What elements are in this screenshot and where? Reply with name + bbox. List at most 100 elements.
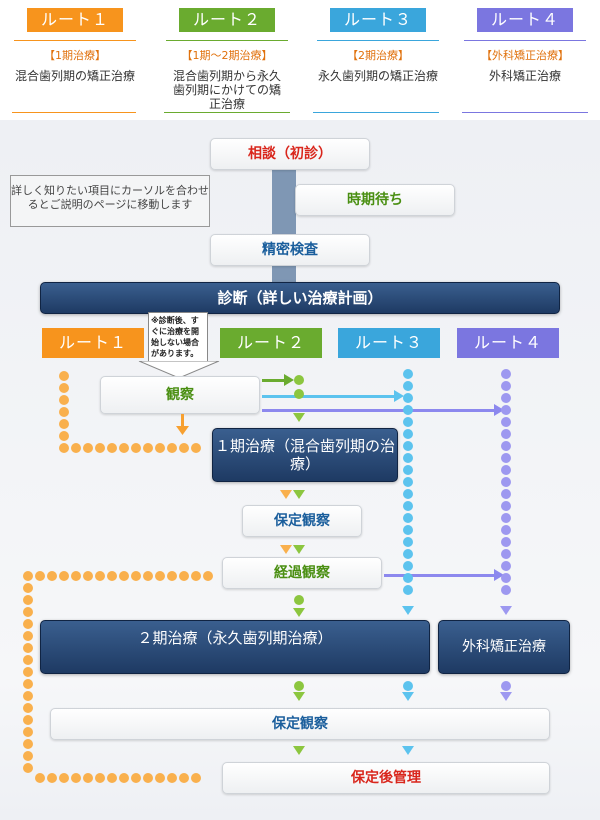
flow-dot xyxy=(501,381,511,391)
flow-dot xyxy=(501,549,511,559)
flow-dot xyxy=(191,773,201,783)
flow-dot xyxy=(119,571,129,581)
consult-box[interactable]: 相談（初診） xyxy=(210,138,370,170)
flow-dot xyxy=(403,441,413,451)
flow-dot xyxy=(403,489,413,499)
flow-dot xyxy=(119,443,129,453)
legend-route2[interactable]: ルート２ 【1期〜2期治療】 混合歯列期から永久歯列期にかけての矯正治療 xyxy=(162,0,292,111)
down-arrow-icon xyxy=(500,606,512,615)
down-arrow-icon xyxy=(293,746,305,755)
flow-dot xyxy=(155,443,165,453)
down-arrow-icon xyxy=(138,361,220,379)
flow-dot xyxy=(501,453,511,463)
route1-desc: 混合歯列期の矯正治療 xyxy=(14,69,135,83)
progress-box[interactable]: 経過観察 xyxy=(222,557,382,589)
flow-dot xyxy=(501,369,511,379)
route2-badge: ルート２ xyxy=(179,8,275,32)
callout-note: ※診断後、すぐに治療を開始しない場合があります。 xyxy=(148,312,208,362)
wait-box[interactable]: 時期待ち xyxy=(295,184,455,216)
flow-dot xyxy=(501,393,511,403)
flow-dot xyxy=(403,537,413,547)
flow-dot xyxy=(167,443,177,453)
down-arrow-icon xyxy=(176,426,189,435)
flow-dot xyxy=(143,443,153,453)
flow-dot xyxy=(294,389,304,399)
down-arrow-icon xyxy=(293,545,305,554)
divider xyxy=(313,112,439,113)
flow-dot xyxy=(23,571,33,581)
flow-dot xyxy=(71,443,81,453)
flow-dot xyxy=(403,549,413,559)
flow-dot xyxy=(107,443,117,453)
flow-dot xyxy=(501,441,511,451)
flow-dot xyxy=(47,773,57,783)
retention1-box[interactable]: 保定観察 xyxy=(242,505,362,537)
flow-dot xyxy=(131,773,141,783)
flow-dot xyxy=(95,571,105,581)
flow-dot xyxy=(95,443,105,453)
flow-dot xyxy=(167,773,177,783)
surgical-box[interactable]: 外科矯正治療 xyxy=(438,620,570,674)
route4-label: 【外科矯正治療】 xyxy=(481,49,569,62)
flow-dot xyxy=(83,773,93,783)
flow-dot xyxy=(23,595,33,605)
legend-route3[interactable]: ルート３ 【2期治療】 永久歯列期の矯正治療 xyxy=(313,0,443,83)
arrow-line xyxy=(262,395,396,398)
observe-box[interactable]: 観察 xyxy=(100,376,260,414)
flow-dot xyxy=(59,371,69,381)
flow-dot xyxy=(131,443,141,453)
route1-badge: ルート１ xyxy=(27,8,123,32)
flow-dot xyxy=(403,393,413,403)
down-arrow-icon xyxy=(293,608,305,617)
down-arrow-icon xyxy=(293,490,305,499)
route3-badge: ルート３ xyxy=(330,8,426,32)
flow-dot xyxy=(107,773,117,783)
flow-dot xyxy=(501,489,511,499)
flow-dot xyxy=(35,773,45,783)
arrow-right-icon xyxy=(494,404,504,416)
flow-dot xyxy=(23,619,33,629)
down-arrow-icon xyxy=(293,692,305,701)
divider xyxy=(317,40,439,41)
flow-dot xyxy=(403,525,413,535)
flow-dot xyxy=(119,773,129,783)
flow-dot xyxy=(501,513,511,523)
flow-dot xyxy=(403,453,413,463)
retention2-bar[interactable]: 保定観察 xyxy=(50,708,550,740)
diagnosis-bar[interactable]: 診断（詳しい治療計画） xyxy=(40,282,560,314)
flow-dot xyxy=(59,407,69,417)
flow-dot xyxy=(403,417,413,427)
divider xyxy=(164,112,290,113)
maintenance-bar[interactable]: 保定後管理 xyxy=(222,762,550,794)
flow-dot xyxy=(23,655,33,665)
flow-dot xyxy=(191,443,201,453)
route1-label: 【1期治療】 xyxy=(44,49,106,62)
legend-route1[interactable]: ルート１ 【1期治療】 混合歯列期の矯正治療 xyxy=(10,0,140,83)
divider xyxy=(14,40,136,41)
flow-dot xyxy=(501,429,511,439)
legend-route4[interactable]: ルート４ 【外科矯正治療】 外科矯正治療 xyxy=(460,0,590,83)
flow-dot xyxy=(23,667,33,677)
flow-dot xyxy=(501,417,511,427)
flow-dot xyxy=(501,465,511,475)
flow-dot xyxy=(501,501,511,511)
flow-dot xyxy=(403,405,413,415)
arrow-right-icon xyxy=(284,374,294,386)
flow-dot xyxy=(23,715,33,725)
flow-dot xyxy=(47,571,57,581)
phase1-box[interactable]: １期治療（混合歯列期の治療） xyxy=(212,428,398,482)
phase2-box[interactable]: ２期治療（永久歯列期治療） xyxy=(40,620,430,674)
down-arrow-icon xyxy=(402,746,414,755)
flow-dot xyxy=(501,537,511,547)
divider xyxy=(166,40,288,41)
flow-dot xyxy=(95,773,105,783)
flow-dot xyxy=(59,383,69,393)
flow-dot xyxy=(107,571,117,581)
flow-dot xyxy=(501,573,511,583)
divider xyxy=(12,112,136,113)
flow-dot xyxy=(71,773,81,783)
exam-box[interactable]: 精密検査 xyxy=(210,234,370,266)
flow-dot xyxy=(59,443,69,453)
flow-dot xyxy=(131,571,141,581)
flow-dot xyxy=(59,773,69,783)
